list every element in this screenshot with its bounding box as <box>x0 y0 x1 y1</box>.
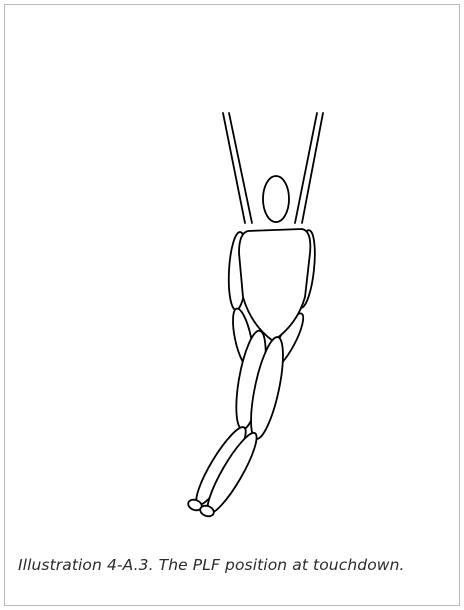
figure-frame: Illustration 4-A.3. The PLF position at … <box>4 4 460 606</box>
figure-caption: Illustration 4-A.3. The PLF position at … <box>18 555 438 575</box>
head <box>263 176 289 222</box>
plf-illustration <box>5 5 461 541</box>
